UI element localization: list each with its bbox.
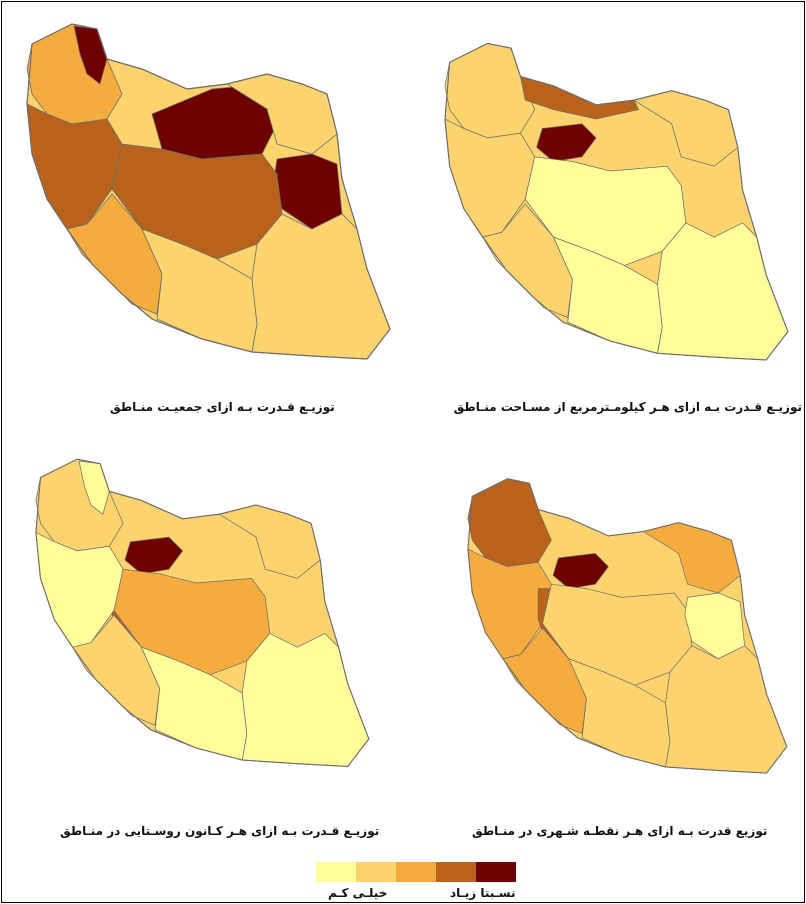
legend <box>316 862 516 882</box>
legend-swatch-5 <box>476 862 516 882</box>
region-tehran <box>536 123 597 162</box>
region-east <box>684 592 745 660</box>
legend-high-label: نسـبتا زیـاد <box>450 886 516 900</box>
legend-swatch-2 <box>356 862 396 882</box>
map-urban-svg <box>467 478 788 774</box>
legend-low-label: خیلـی کـم <box>328 886 388 900</box>
region-southeast <box>241 632 370 767</box>
legend-swatch-1 <box>316 862 356 882</box>
map-population <box>12 14 402 376</box>
map-urban <box>450 470 802 788</box>
country-border <box>467 478 788 774</box>
caption-rural: توزیـع قـدرت بـه ازای هـر کـانون روسـتای… <box>60 824 380 838</box>
country-border <box>26 23 391 360</box>
region-southeast <box>657 222 789 361</box>
caption-area: توزیـع قـدرت بـه ازای هـر کیلومـترمربع ا… <box>453 400 802 414</box>
region-southeast <box>665 645 788 774</box>
map-rural <box>20 450 382 782</box>
map-area <box>427 34 803 376</box>
region-southeast <box>251 213 391 360</box>
caption-urban: توزیع قدرت بـه ازای هـر نقطـه شـهری در م… <box>472 824 768 838</box>
map-area-svg <box>444 42 789 361</box>
legend-swatch-3 <box>396 862 436 882</box>
country-border <box>444 42 789 361</box>
caption-population: توزیـع قـدرت بـه ازای جمعیـت منـاطق <box>110 400 335 414</box>
region-tehran <box>552 553 609 589</box>
country-border <box>35 458 370 767</box>
region-tehran <box>124 536 184 575</box>
legend-swatch-4 <box>436 862 476 882</box>
map-population-svg <box>26 23 391 360</box>
map-rural-svg <box>35 458 370 767</box>
